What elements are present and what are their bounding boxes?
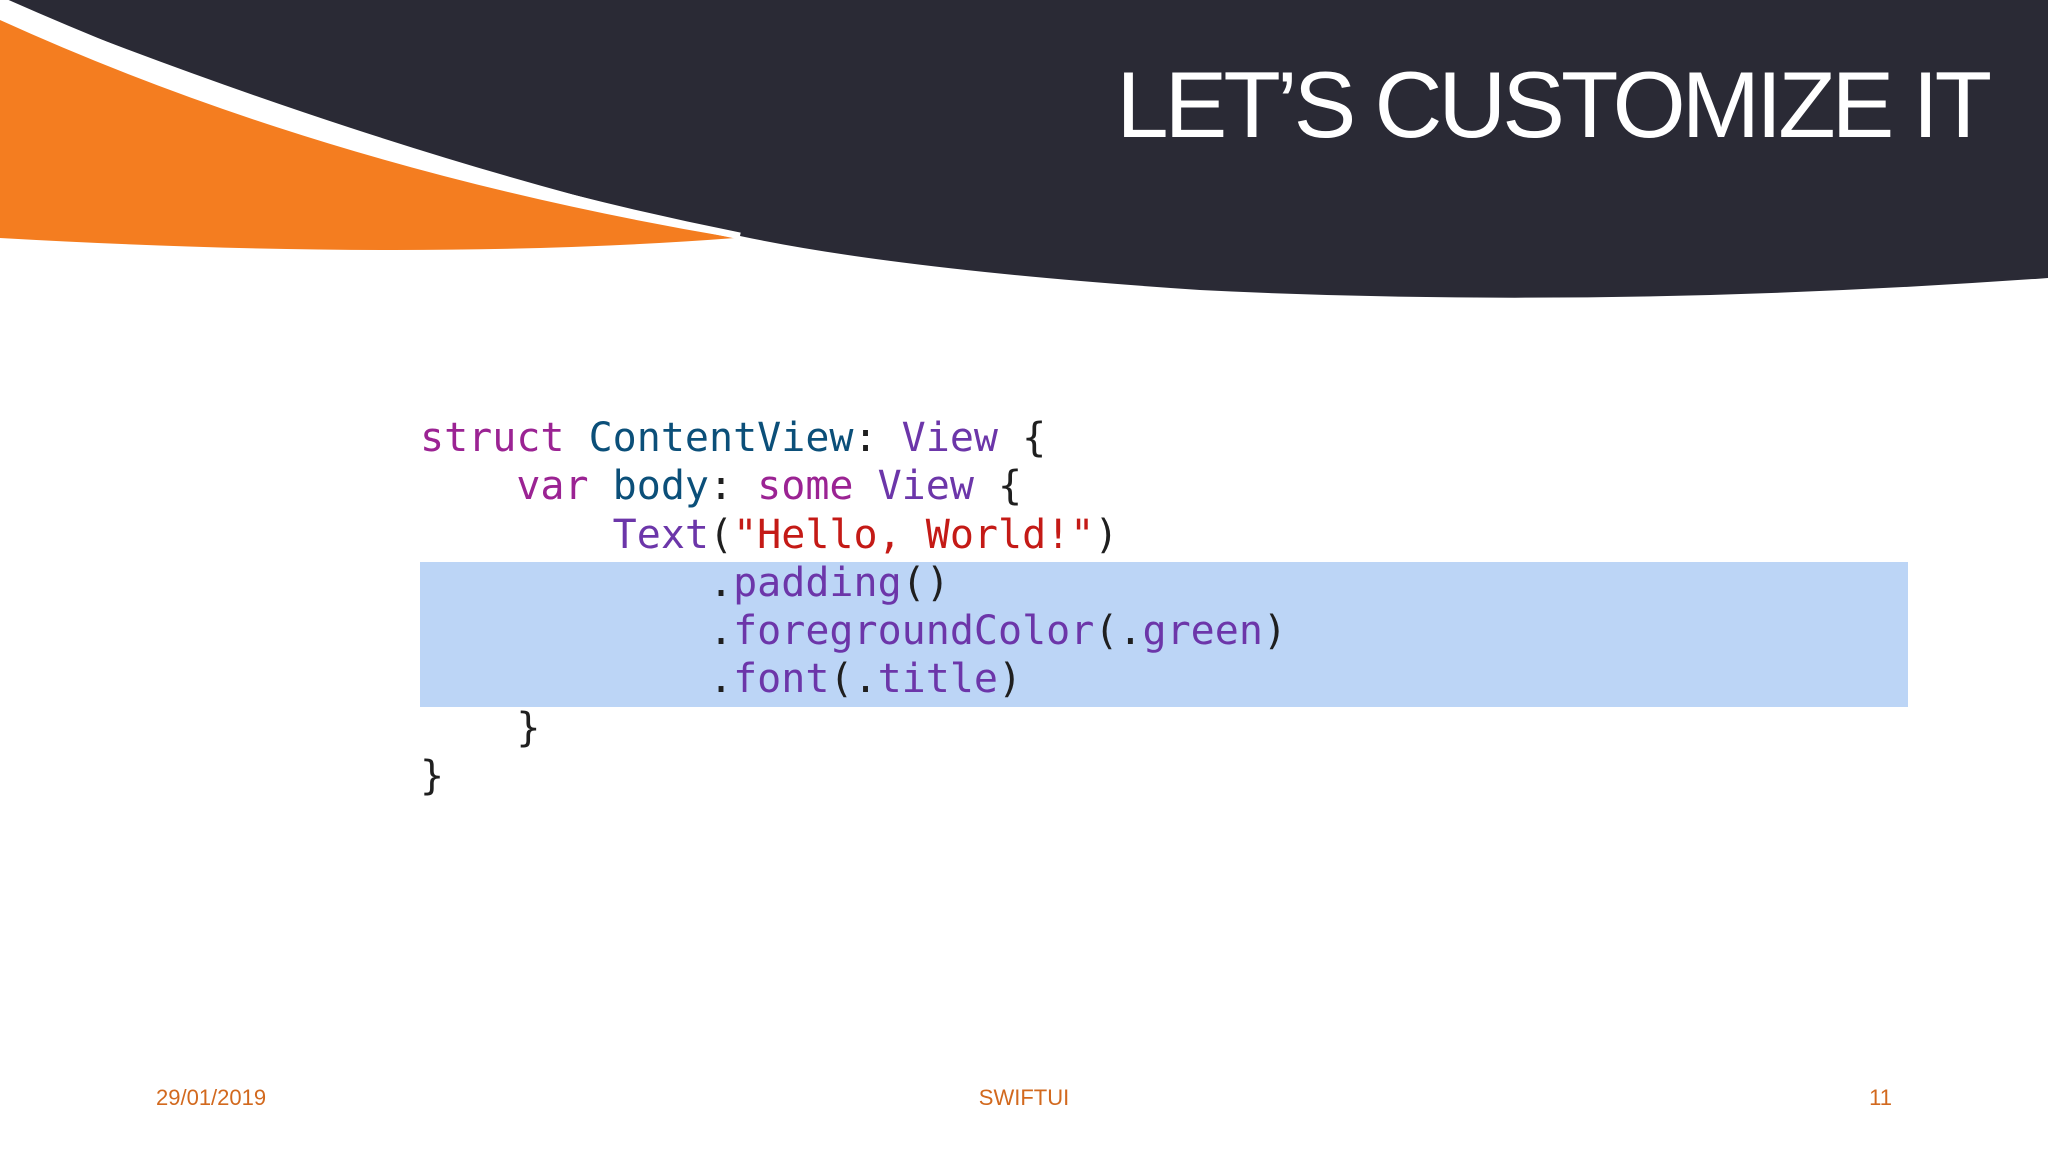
code-line-4: .padding() [420, 559, 1908, 607]
code-token: . [420, 559, 734, 606]
code-token: Text [612, 511, 709, 558]
code-token: } [420, 753, 445, 800]
code-token: some [757, 463, 854, 510]
code-token: : [709, 463, 758, 510]
code-token [565, 415, 589, 461]
footer-title: SWIFTUI [978, 1085, 1070, 1110]
code-token: ) [998, 656, 1023, 703]
code-highlight [420, 562, 1908, 707]
code-line-3: Text("Hello, World!") [420, 511, 1908, 559]
code-token: struct [420, 415, 565, 461]
code-token: { [973, 463, 1023, 510]
code-line-2: var body: some View { [420, 462, 1908, 510]
code-token: . [420, 656, 734, 703]
code-line-8: } [420, 752, 1908, 800]
code-line-7: } [420, 704, 1908, 752]
code-token: padding [733, 559, 902, 606]
code-token: ContentView [588, 415, 854, 461]
code-token: font [733, 656, 830, 703]
code-token: ) [1094, 511, 1119, 558]
code-token [420, 463, 516, 509]
code-token: var [516, 463, 589, 510]
code-token: } [420, 704, 541, 751]
code-token: title [877, 656, 998, 703]
code-token: . [420, 608, 734, 655]
code-token: () [901, 559, 950, 606]
code-line-6: .font(.title) [420, 655, 1908, 703]
code-token: green [1142, 608, 1263, 655]
code-token: ) [1262, 608, 1287, 655]
code-token: View [877, 463, 974, 510]
footer-date: 29/01/2019 [156, 1085, 267, 1110]
code-token [589, 463, 613, 509]
footer-page-number: 11 [1869, 1085, 1892, 1110]
code-token: "Hello, World!" [733, 511, 1095, 558]
code-token: body [612, 463, 709, 510]
white-divider-curve [0, 0, 741, 240]
code-token: : [853, 415, 902, 461]
code-token: ( [708, 511, 734, 558]
code-token [854, 463, 878, 509]
slide-title: LET’S CUSTOMIZE IT [1116, 52, 1992, 157]
code-token [420, 512, 613, 558]
code-token: (. [829, 656, 878, 703]
header-banner [0, 0, 2048, 298]
code-lines: struct ContentView: View { var body: som… [420, 414, 1908, 800]
dark-banner-shape [0, 0, 2048, 298]
orange-wave-shape [0, 20, 735, 250]
code-token: { [998, 415, 1047, 461]
code-block: struct ContentView: View { var body: som… [420, 414, 1908, 800]
code-line-1: struct ContentView: View { [420, 414, 1908, 462]
code-token: (. [1094, 608, 1143, 655]
code-token: foregroundColor [733, 608, 1095, 655]
code-line-5: .foregroundColor(.green) [420, 607, 1908, 655]
code-token: View [901, 415, 998, 461]
